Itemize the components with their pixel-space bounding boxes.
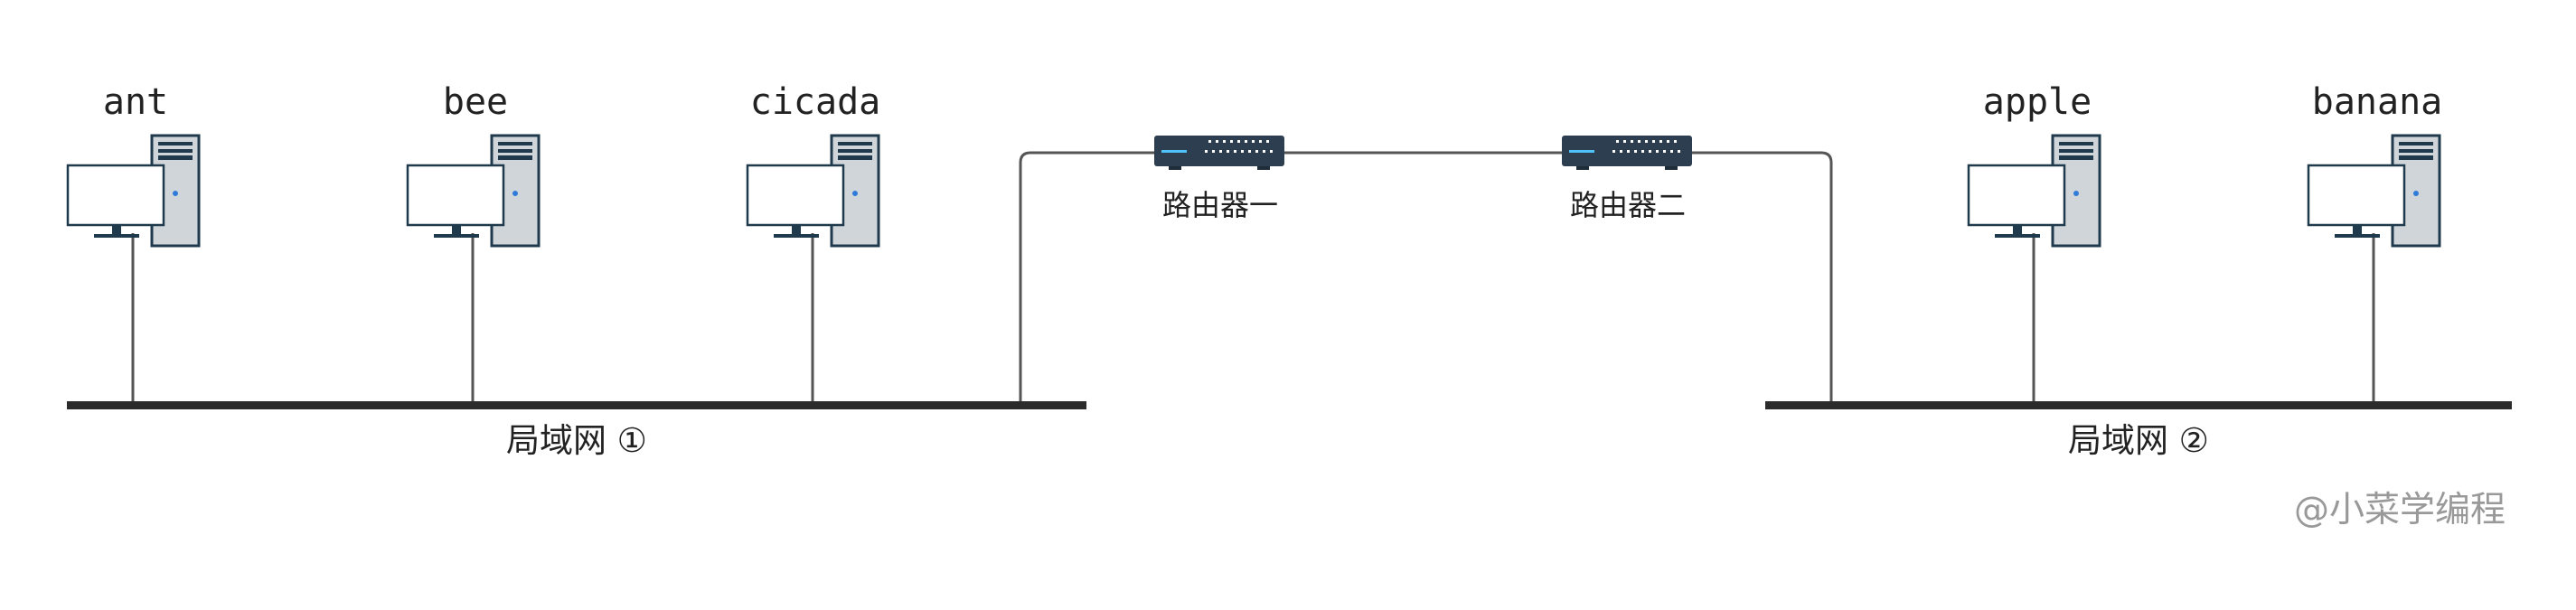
computer-icon-ant: [66, 134, 201, 248]
computer-icon-apple: [1967, 134, 2101, 248]
lan-label-1: 局域网 ①: [506, 421, 647, 460]
computer-label-banana: banana: [2312, 81, 2443, 123]
computer-icon-banana: [2307, 134, 2441, 248]
router-label-1: 路由器一: [1162, 188, 1278, 222]
router-icon-2: [1562, 136, 1692, 170]
computer-label-ant: ant: [103, 81, 168, 123]
computer-label-bee: bee: [443, 81, 508, 123]
computer-label-apple: apple: [1983, 81, 2092, 123]
computer-icon-bee: [406, 134, 541, 248]
lan2-bus: [1765, 401, 2512, 409]
link-router2-lan2: [1691, 151, 1833, 401]
lan-label-2: 局域网 ②: [2068, 421, 2209, 460]
router-icon-1: [1154, 136, 1284, 170]
lan1-bus: [67, 401, 1086, 409]
computer-icon-cicada: [746, 134, 880, 248]
link-lan1-router1: [1019, 151, 1155, 401]
computer-label-cicada: cicada: [750, 81, 881, 123]
watermark: @小菜学编程: [2294, 490, 2505, 530]
router-label-2: 路由器二: [1570, 188, 1686, 222]
